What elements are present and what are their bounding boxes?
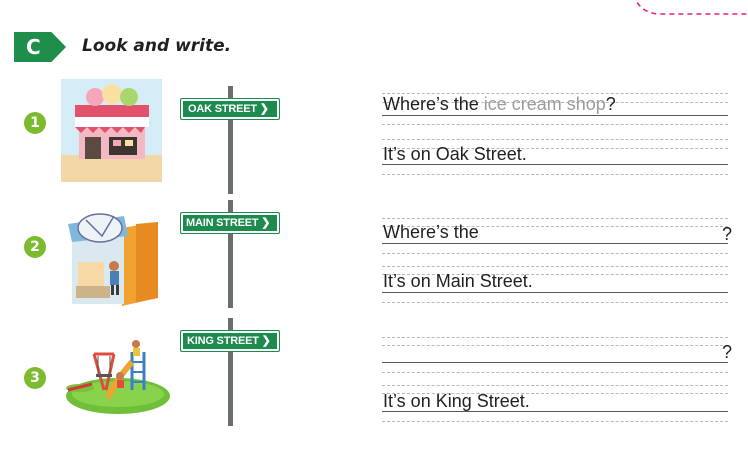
question-prefix: Where’s the xyxy=(383,94,484,114)
guide-line xyxy=(382,218,728,219)
item-number-1: 1 xyxy=(24,112,46,134)
street-sign-king: KING STREET ❯ xyxy=(180,318,280,426)
question-mark-3: ? xyxy=(722,342,733,362)
corner-decoration xyxy=(635,0,748,15)
section-badge: C xyxy=(14,32,66,62)
question-mark-2: ? xyxy=(722,224,733,244)
guide-line xyxy=(382,93,728,94)
traced-answer: ice cream shop xyxy=(483,94,606,114)
sign-board: MAIN STREET ❯ xyxy=(180,212,280,234)
item-number-3: 3 xyxy=(24,367,46,389)
guide-line xyxy=(382,266,728,267)
guide-line xyxy=(382,421,728,422)
question-line-2: Where’s the xyxy=(383,222,479,242)
answer-line-2: It’s on Main Street. xyxy=(383,271,533,291)
question-line-1: Where’s the ice cream shop? xyxy=(383,94,616,115)
writing-baseline xyxy=(382,164,728,165)
playground-image xyxy=(66,340,170,414)
writing-baseline xyxy=(382,115,728,116)
guide-line xyxy=(382,345,728,346)
writing-baseline xyxy=(382,243,728,244)
guide-line xyxy=(382,302,728,303)
guide-line xyxy=(382,102,728,103)
ice-cream-shop-image xyxy=(61,79,162,182)
guide-line xyxy=(382,253,728,254)
guide-line xyxy=(382,174,728,175)
sign-board: OAK STREET ❯ xyxy=(180,98,280,120)
street-sign-oak: OAK STREET ❯ xyxy=(180,86,280,194)
guide-line xyxy=(382,124,728,125)
guide-line xyxy=(382,148,728,149)
sign-board: KING STREET ❯ xyxy=(180,330,280,352)
guide-line xyxy=(382,226,728,227)
guide-line xyxy=(382,139,728,140)
street-sign-main: MAIN STREET ❯ xyxy=(180,200,280,308)
sign-post xyxy=(228,86,233,194)
guide-line xyxy=(382,385,728,386)
answer-line-1: It’s on Oak Street. xyxy=(383,144,527,164)
sign-post xyxy=(228,318,233,426)
newsstand-image xyxy=(68,213,158,306)
guide-line xyxy=(382,393,728,394)
guide-line xyxy=(382,274,728,275)
writing-baseline xyxy=(382,411,728,412)
writing-baseline xyxy=(382,292,728,293)
question-suffix: ? xyxy=(605,94,616,114)
answer-line-3: It’s on King Street. xyxy=(383,391,530,411)
item-number-2: 2 xyxy=(24,236,46,258)
guide-line xyxy=(382,337,728,338)
guide-line xyxy=(382,372,728,373)
sign-post xyxy=(228,200,233,308)
instruction-text: Look and write. xyxy=(82,36,232,56)
writing-baseline xyxy=(382,362,728,363)
